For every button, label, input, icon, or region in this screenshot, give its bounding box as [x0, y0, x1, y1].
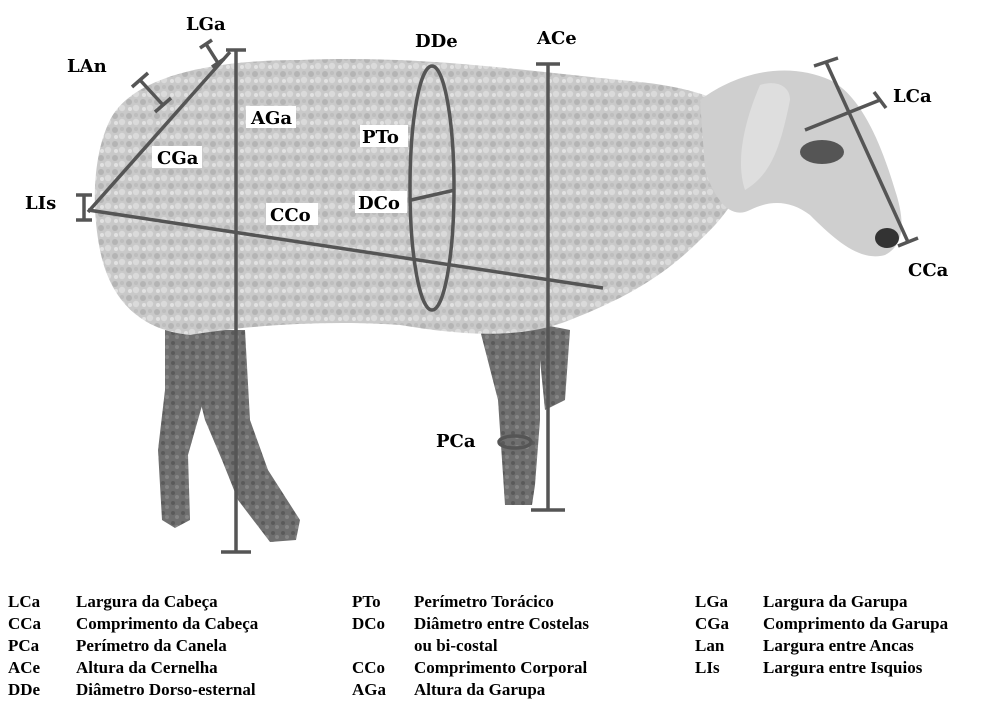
legend-abbr: LCa — [8, 592, 41, 611]
legend-abbr: PCa — [8, 636, 40, 655]
label-dco: DCo — [358, 193, 400, 214]
legend-desc: Perímetro da Canela — [76, 636, 227, 655]
legend-desc: Largura entre Ancas — [763, 636, 914, 655]
label-aga: AGa — [250, 108, 292, 129]
legend-row: CGa Comprimento da Garupa — [695, 613, 948, 635]
legend-abbr: ACe — [8, 658, 41, 677]
legend-row: PTo Perímetro Torácico — [352, 591, 589, 613]
legend-row: ACe Altura da Cernelha — [8, 657, 258, 679]
legend-desc: Largura da Cabeça — [76, 592, 218, 611]
legend-abbr — [352, 635, 414, 657]
label-cga: CGa — [157, 148, 199, 169]
legend-row: CCo Comprimento Corporal — [352, 657, 589, 679]
legend-abbr: CCo — [352, 658, 386, 677]
measurement-lines — [76, 38, 919, 554]
legend-row: LIs Largura entre Isquios — [695, 657, 948, 679]
legend-column-1: LCa Largura da Cabeça CCa Comprimento da C… — [8, 591, 258, 701]
legend-abbr: LIs — [695, 658, 720, 677]
legend-desc: Largura entre Isquios — [763, 658, 923, 677]
legend-desc: Diâmetro Dorso-esternal — [76, 680, 256, 699]
sheep-body — [94, 59, 902, 542]
legend-row: DCo Diâmetro entre Costelas — [352, 613, 589, 635]
legend-abbr: AGa — [352, 680, 386, 699]
legend-abbr: CCa — [8, 614, 42, 633]
legend: LCa Largura da Cabeça CCa Comprimento da C… — [0, 585, 995, 718]
legend-column-2: PTo Perímetro Torácico DCo Diâmetro entre … — [352, 591, 589, 701]
label-lan: LAn — [67, 56, 107, 77]
legend-row: LGa Largura da Garupa — [695, 591, 948, 613]
legend-abbr: PTo — [352, 592, 381, 611]
legend-desc: Comprimento Corporal — [414, 658, 588, 677]
legend-row: Lan Largura entre Ancas — [695, 635, 948, 657]
legend-abbr: CGa — [695, 614, 729, 633]
label-cca: CCa — [908, 260, 949, 281]
legend-abbr: DDe — [8, 680, 41, 699]
legend-row: PCa Perímetro da Canela — [8, 635, 258, 657]
label-pca: PCa — [436, 431, 476, 452]
legend-desc: Altura da Garupa — [414, 680, 546, 699]
legend-desc: ou bi-costal — [414, 636, 498, 655]
label-lga: LGa — [186, 14, 226, 35]
legend-abbr: Lan — [695, 636, 725, 655]
legend-row: ou bi-costal — [352, 635, 589, 657]
legend-row: LCa Largura da Cabeça — [8, 591, 258, 613]
legend-row: AGa Altura da Garupa — [352, 679, 589, 701]
measurement-labels: LGa LAn CGa AGa LIs CCo DDe PTo DCo ACe … — [25, 14, 949, 452]
legend-row: DDe Diâmetro Dorso-esternal — [8, 679, 258, 701]
label-lis: LIs — [25, 193, 56, 214]
label-pto: PTo — [362, 127, 399, 148]
label-ace: ACe — [536, 28, 577, 49]
legend-desc: Comprimento da Cabeça — [76, 614, 259, 633]
legend-abbr: DCo — [352, 614, 386, 633]
label-lca: LCa — [893, 86, 932, 107]
legend-desc: Perímetro Torácico — [414, 592, 554, 611]
label-dde: DDe — [415, 31, 458, 52]
legend-desc: Largura da Garupa — [763, 592, 908, 611]
legend-row: CCa Comprimento da Cabeça — [8, 613, 258, 635]
legend-desc: Altura da Cernelha — [76, 658, 218, 677]
legend-column-3: LGa Largura da Garupa CGa Comprimento da G… — [695, 591, 948, 679]
sheep-illustration: LGa LAn CGa AGa LIs CCo DDe PTo DCo ACe … — [25, 14, 949, 554]
legend-desc: Diâmetro entre Costelas — [414, 614, 589, 633]
legend-desc: Comprimento da Garupa — [763, 614, 949, 633]
legend-abbr: LGa — [695, 592, 729, 611]
label-cco: CCo — [270, 205, 311, 226]
